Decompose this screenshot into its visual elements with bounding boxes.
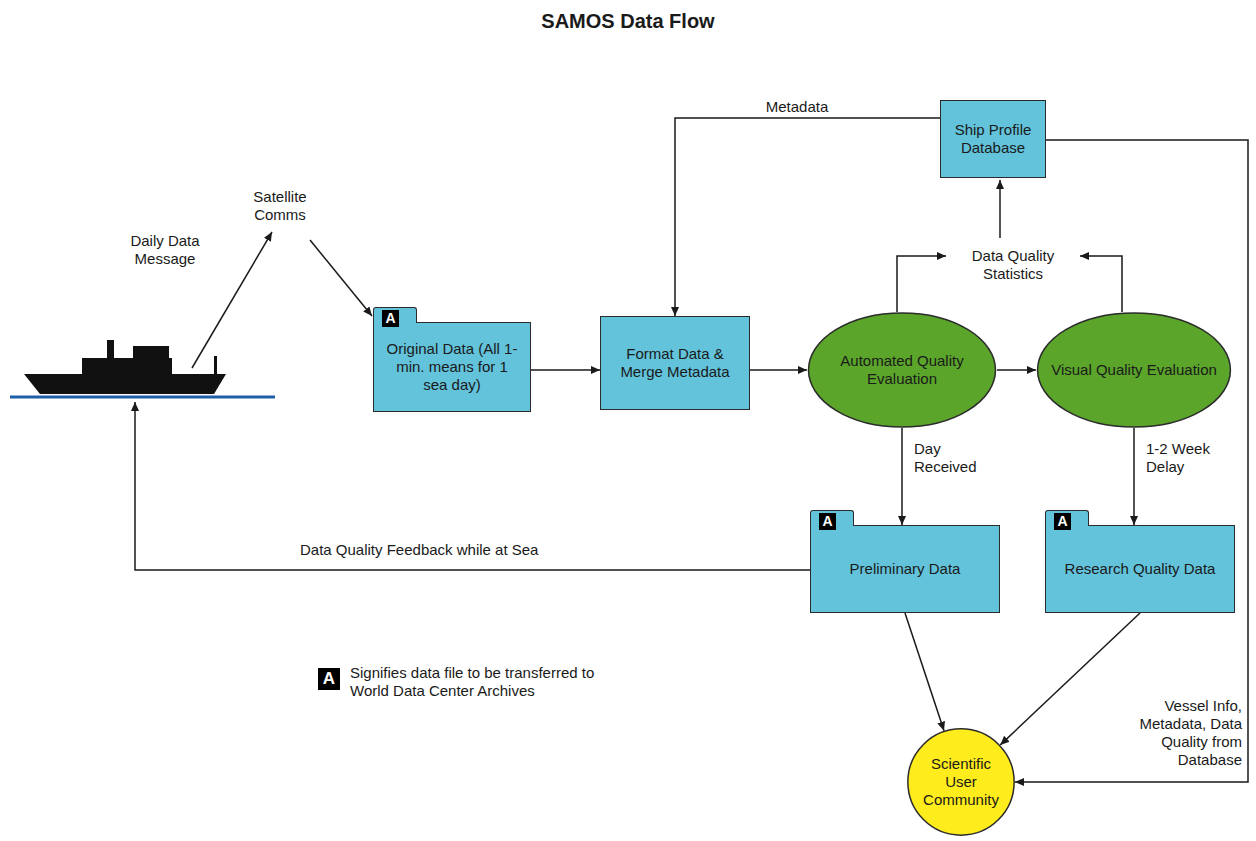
flow-connector — [1015, 140, 1248, 782]
statistics-label: Data Quality Statistics — [948, 247, 1078, 283]
node-text: Ship Profile Database — [941, 117, 1045, 161]
node-text: Scientific User Community — [907, 751, 1015, 813]
flow-lines — [135, 180, 1122, 570]
node-text: Research Quality Data — [1053, 556, 1228, 582]
archive-badge: A — [382, 310, 399, 327]
connector-label: 1-2 Week Delay — [1146, 440, 1224, 476]
feedback-label: Data Quality Feedback while at Sea — [300, 541, 600, 559]
node-text: Original Data (All 1-min. means for 1 se… — [374, 336, 530, 398]
satellite-label: Satellite Comms — [240, 188, 320, 224]
node-text: Format Data & Merge Metadata — [601, 341, 749, 385]
connector-label: Vessel Info, Metadata, Data Quality from… — [1112, 697, 1242, 769]
node-text: Automated Quality Evaluation — [807, 348, 997, 392]
connector-label: Day Received — [914, 440, 992, 476]
downlink-arrow — [310, 240, 372, 316]
flow-connector — [750, 369, 807, 371]
node-text: Visual Quality Evaluation — [1039, 357, 1229, 383]
node-text: Preliminary Data — [838, 556, 973, 582]
flow-connector — [905, 613, 944, 731]
flow-connector — [531, 369, 600, 371]
uplink-arrow — [192, 232, 272, 368]
message-label: Daily Data Message — [120, 232, 210, 268]
stats-line — [1080, 256, 1122, 312]
connector-label: Metadata — [752, 98, 842, 116]
stats-line — [897, 256, 946, 312]
feedback-line — [135, 402, 810, 570]
process-ellipse: Automated Quality Evaluation — [807, 312, 997, 428]
legend-text: Signifies data file to be transferred to… — [350, 664, 620, 700]
stats-line — [999, 180, 1001, 238]
data-file-box: APreliminary Data — [810, 525, 1000, 613]
user-circle: Scientific User Community — [907, 728, 1015, 836]
archive-badge: A — [819, 513, 836, 530]
archive-badge: A — [318, 668, 340, 690]
diagram-title: SAMOS Data Flow — [0, 10, 1256, 33]
data-file-box: AOriginal Data (All 1-min. means for 1 s… — [373, 322, 531, 412]
flow-connector — [997, 369, 1036, 371]
process-box: Format Data & Merge Metadata — [600, 316, 750, 410]
process-ellipse: Visual Quality Evaluation — [1036, 312, 1232, 428]
ship-illustration — [10, 340, 275, 397]
database-box: Ship Profile Database — [940, 100, 1046, 178]
data-file-box: AResearch Quality Data — [1045, 525, 1235, 613]
flow-connector — [1133, 428, 1135, 525]
flow-connector — [675, 118, 940, 316]
flow-connector — [901, 428, 903, 525]
archive-badge: A — [1054, 513, 1071, 530]
